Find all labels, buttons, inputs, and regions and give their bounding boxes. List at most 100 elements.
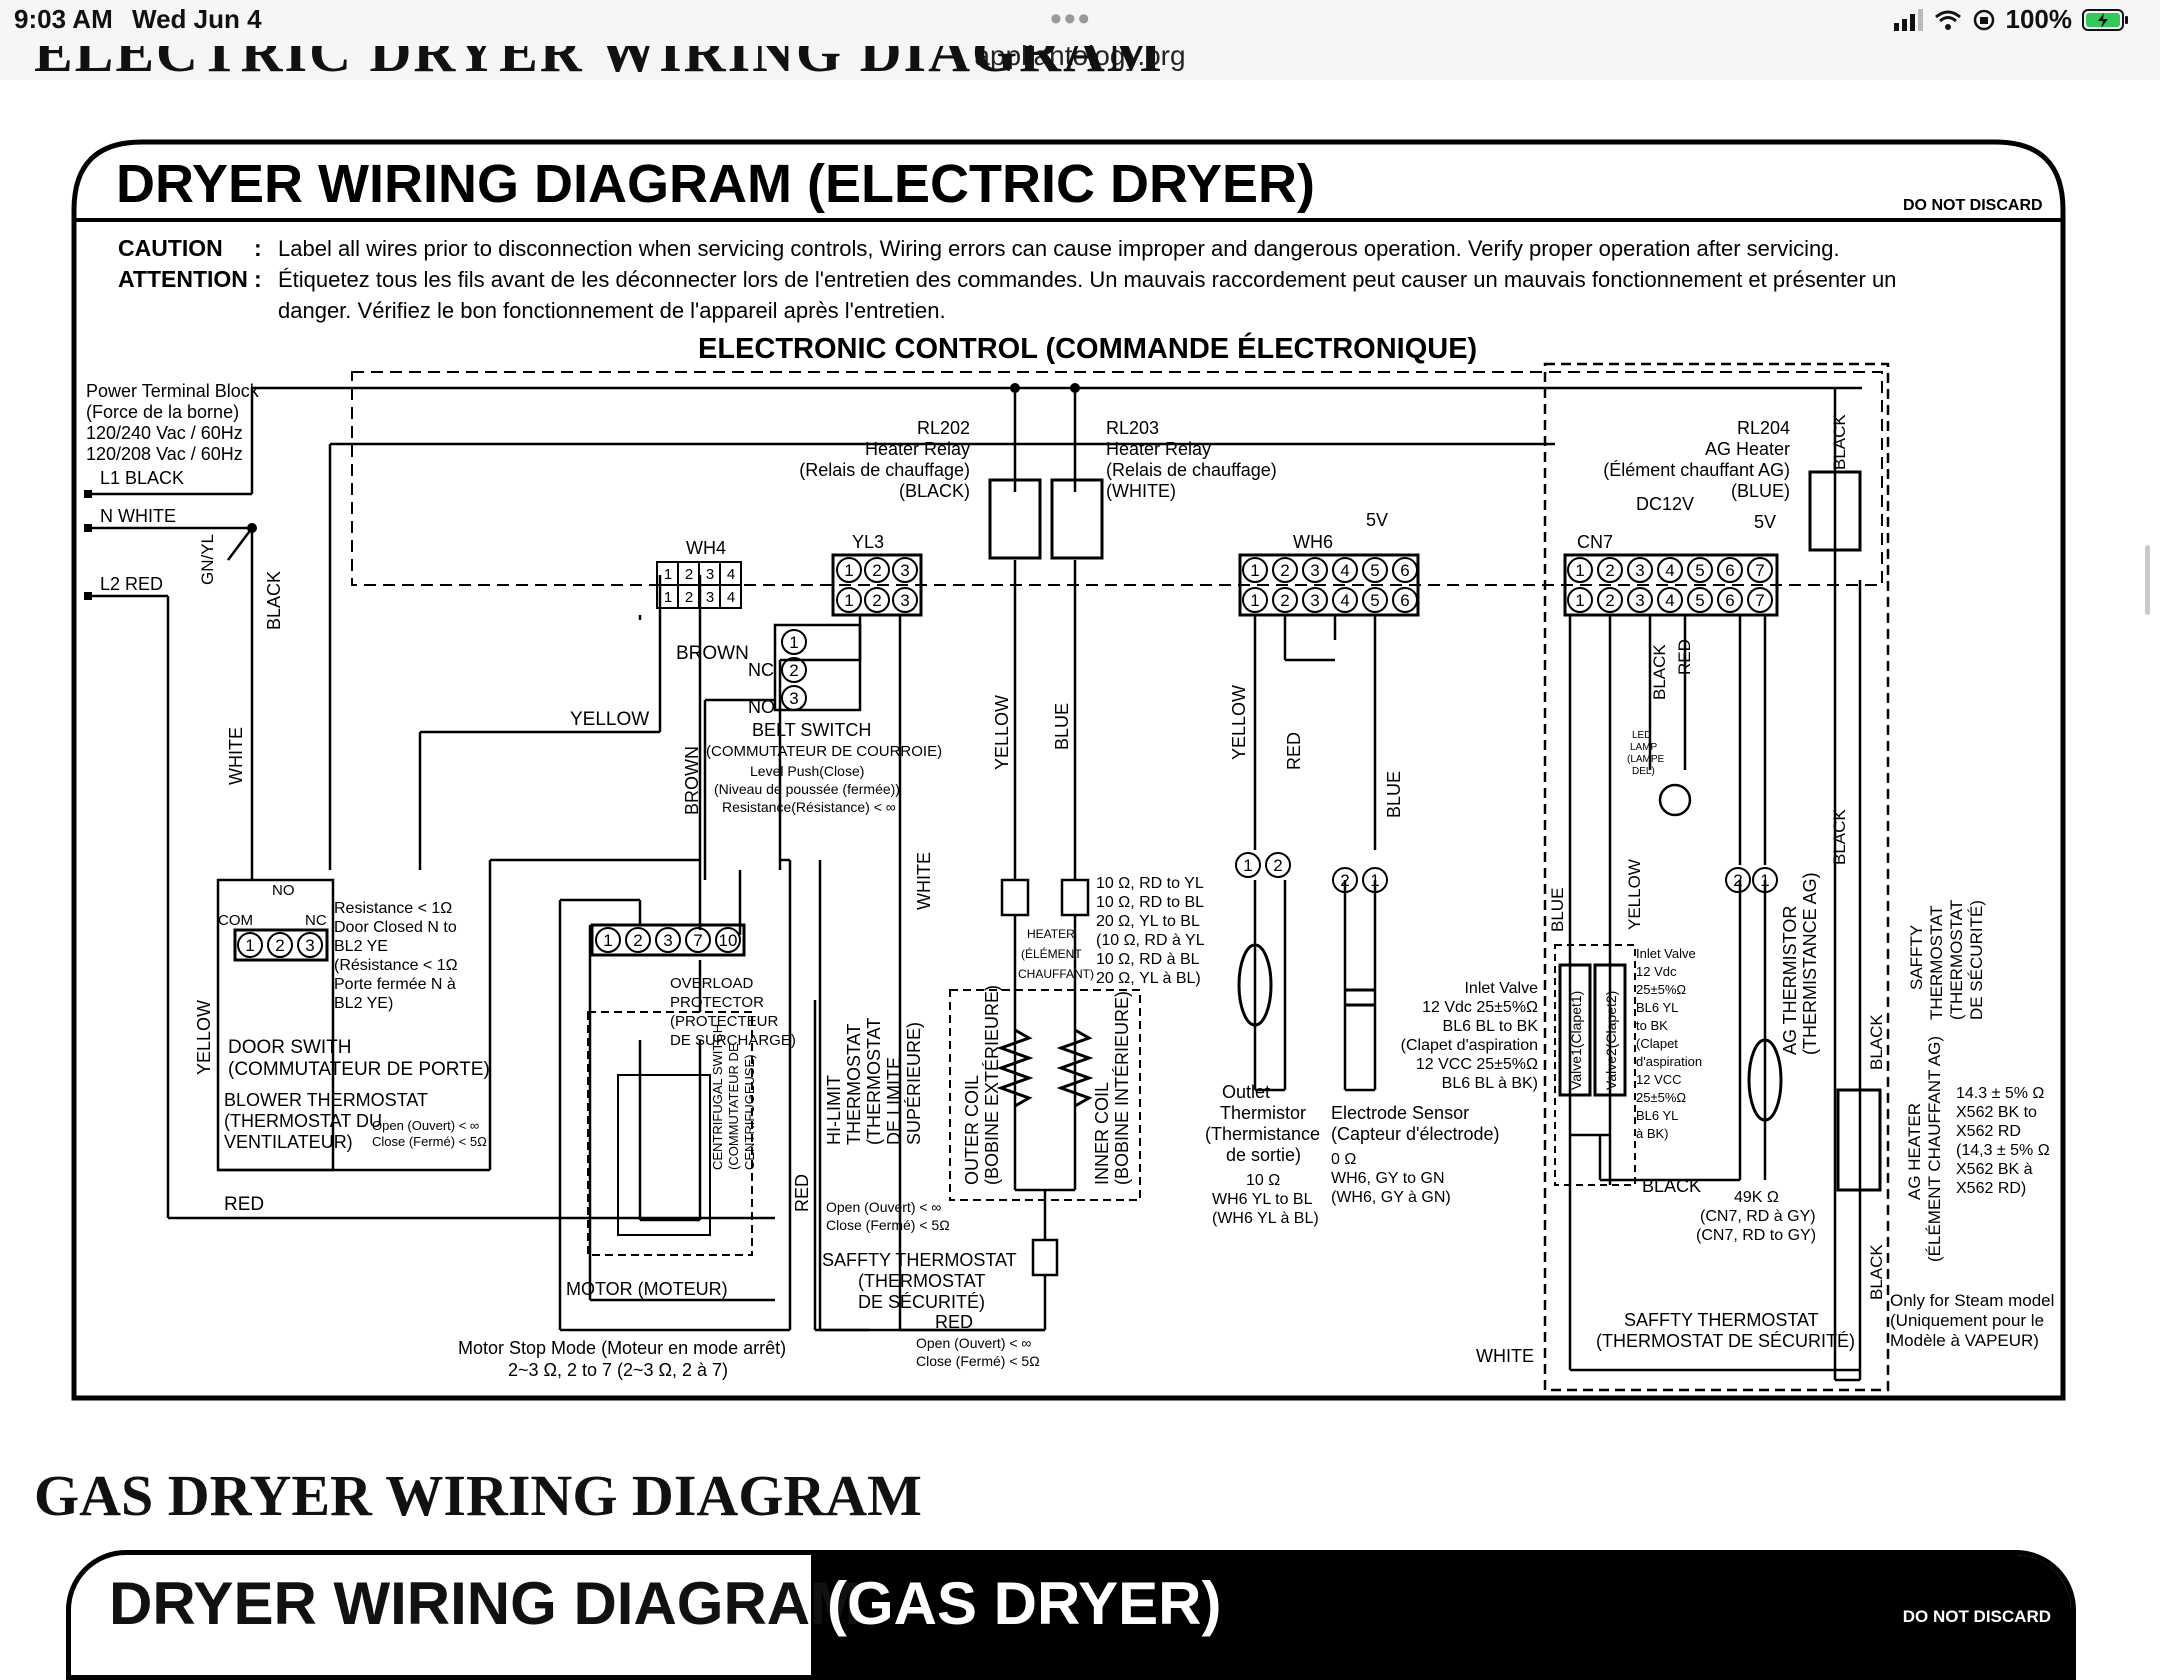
svg-text:2: 2 <box>685 589 693 606</box>
inlet-s-10: BL6 YL <box>1636 1108 1678 1123</box>
steam-boundary <box>1543 362 1890 1392</box>
safety-1: SAFFTY THERMOSTAT <box>822 1250 1017 1270</box>
inlet-s-4: BL6 YL <box>1636 1000 1678 1015</box>
blower-close: Close (Fermé) < 5Ω <box>372 1134 487 1149</box>
door-res-6: BL2 YE) <box>334 995 393 1012</box>
black-wire-bottom: BLACK <box>1642 1176 1701 1196</box>
svg-text:6: 6 <box>1725 561 1734 580</box>
blower-open: Open (Ouvert) < ∞ <box>372 1118 479 1133</box>
yellow-wire-label: YELLOW <box>570 709 649 730</box>
yellow-wire-relay: YELLOW <box>992 695 1012 770</box>
svg-text:1: 1 <box>603 931 612 950</box>
gas-diagram-header: DRYER WIRING DIAGRAM (GAS DRYER) DO NOT … <box>66 1550 2076 1680</box>
hi-limit-close: Close (Fermé) < 5Ω <box>826 1217 950 1233</box>
svg-text:2: 2 <box>1280 561 1289 580</box>
led-lamp <box>1658 783 1692 817</box>
svg-text:7: 7 <box>693 931 702 950</box>
connector-yl3 <box>831 553 923 617</box>
ag-res-2: X562 BK to <box>1956 1104 2037 1121</box>
connector-motor <box>590 923 746 957</box>
steam-3: Modèle à VAPEUR) <box>1890 1331 2039 1350</box>
blue-wire-cn7: BLUE <box>1548 888 1567 932</box>
inlet-3: BL6 BL to BK <box>1443 1018 1539 1035</box>
belt-switch-4: (Niveau de poussée (fermée)) <box>714 781 900 797</box>
door-no: NO <box>272 882 295 899</box>
rl204-2: AG Heater <box>1705 439 1790 459</box>
svg-text:3: 3 <box>305 936 314 955</box>
thermistor-6: WH6 YL to BL <box>1212 1191 1313 1208</box>
valve1-label: Valve1(Clapet1) <box>1568 991 1584 1090</box>
inlet-1: Inlet Valve <box>1464 980 1538 997</box>
centrifugal-2: (COMMUTATEUR DE <box>726 1043 741 1170</box>
black-wire-right-3: BLACK <box>1867 1244 1886 1300</box>
cn7-label: CN7 <box>1577 532 1613 552</box>
heater-res-2: 10 Ω, RD to BL <box>1096 894 1204 911</box>
door-res-5: Porte fermée N à <box>334 976 456 993</box>
black-wire-label: BLACK <box>264 571 284 630</box>
outlet-thermistor <box>1237 943 1273 1027</box>
white-wire-bottom: WHITE <box>1476 1346 1534 1366</box>
blower-2: (THERMOSTAT DU <box>224 1111 382 1131</box>
connector-wh4 <box>656 561 742 609</box>
svg-text:1: 1 <box>844 561 853 580</box>
hi-limit-5: SUPÉRIEURE) <box>904 1022 924 1145</box>
svg-text:3: 3 <box>900 591 909 610</box>
svg-text:5: 5 <box>1370 561 1379 580</box>
safety-2: (THERMOSTAT <box>858 1271 985 1291</box>
led-2: LAMP <box>1630 742 1658 753</box>
belt-no: NO <box>748 697 775 717</box>
orientation-lock-icon <box>1973 9 1994 30</box>
rl204-3: (Élément chauffant AG) <box>1603 460 1790 480</box>
svg-text:3: 3 <box>706 589 714 606</box>
inlet-s-6: (Clapet <box>1636 1036 1678 1051</box>
belt-switch-2: (COMMUTATEUR DE COURROIE) <box>706 743 942 760</box>
svg-text:3: 3 <box>1310 561 1319 580</box>
signal-icon <box>1893 8 1923 31</box>
inner-coil-2: (BOBINE INTÉRIEURE) <box>1112 991 1132 1185</box>
rl204-4: (BLUE) <box>1731 481 1790 501</box>
thermistor-5: 10 Ω <box>1246 1172 1280 1189</box>
svg-text:2: 2 <box>1733 871 1742 890</box>
svg-text:6: 6 <box>1400 591 1409 610</box>
svg-text:6: 6 <box>1400 561 1409 580</box>
svg-text:2: 2 <box>872 591 881 610</box>
door-nc: NC <box>305 912 327 929</box>
rl202-4: (BLACK) <box>899 481 970 501</box>
svg-text:5: 5 <box>1695 591 1704 610</box>
hi-limit-1: HI-LIMIT <box>824 1075 844 1145</box>
steam-1: Only for Steam model <box>1890 1291 2054 1310</box>
gas-section-heading: GAS DRYER WIRING DIAGRAM <box>34 1463 922 1528</box>
dc12v-label: DC12V <box>1636 494 1694 514</box>
blower-3: VENTILATEUR) <box>224 1132 353 1152</box>
ag-heater-1: AG HEATER <box>1905 1103 1924 1200</box>
svg-text:2: 2 <box>1605 591 1614 610</box>
connector-door <box>233 928 329 962</box>
svg-text:5: 5 <box>1370 591 1379 610</box>
connector-cn7 <box>1563 553 1779 617</box>
safety-right-2: THERMOSTAT <box>1927 905 1946 1020</box>
caution-text: Label all wires prior to disconnection w… <box>278 236 1840 261</box>
inlet-s-1: Inlet Valve <box>1636 946 1696 961</box>
yellow-wire-cn7: YELLOW <box>1625 859 1644 930</box>
overload-3: (PROTECTEUR <box>670 1013 779 1030</box>
heater-res-1: 10 Ω, RD to YL <box>1096 875 1204 892</box>
svg-text:1: 1 <box>844 591 853 610</box>
safety-bottom-2: (THERMOSTAT DE SÉCURITÉ) <box>1596 1331 1855 1351</box>
heater-res-3: 20 Ω, YL to BL <box>1096 913 1200 930</box>
svg-text::: : <box>254 266 262 292</box>
inner-coil-1: INNER COIL <box>1092 1082 1112 1185</box>
svg-text:3: 3 <box>663 931 672 950</box>
svg-text:1: 1 <box>1243 856 1252 875</box>
outer-coil <box>996 1028 1034 1108</box>
hi-limit-3: (THERMOSTAT <box>864 1018 884 1145</box>
outer-coil-1: OUTER COIL <box>962 1075 982 1185</box>
black-wire-cn7: BLACK <box>1650 644 1669 700</box>
scrollbar-thumb[interactable] <box>2145 545 2150 615</box>
heater-1: HEATER <box>1027 927 1075 941</box>
multitask-dots-icon[interactable]: ••• <box>1050 0 1092 38</box>
electrode-4: WH6, GY to GN <box>1331 1170 1445 1187</box>
led-3: (LAMPE <box>1627 754 1665 765</box>
battery-percent: 100% <box>2005 4 2073 34</box>
address-bar[interactable]: appliantology.org <box>974 40 1186 71</box>
